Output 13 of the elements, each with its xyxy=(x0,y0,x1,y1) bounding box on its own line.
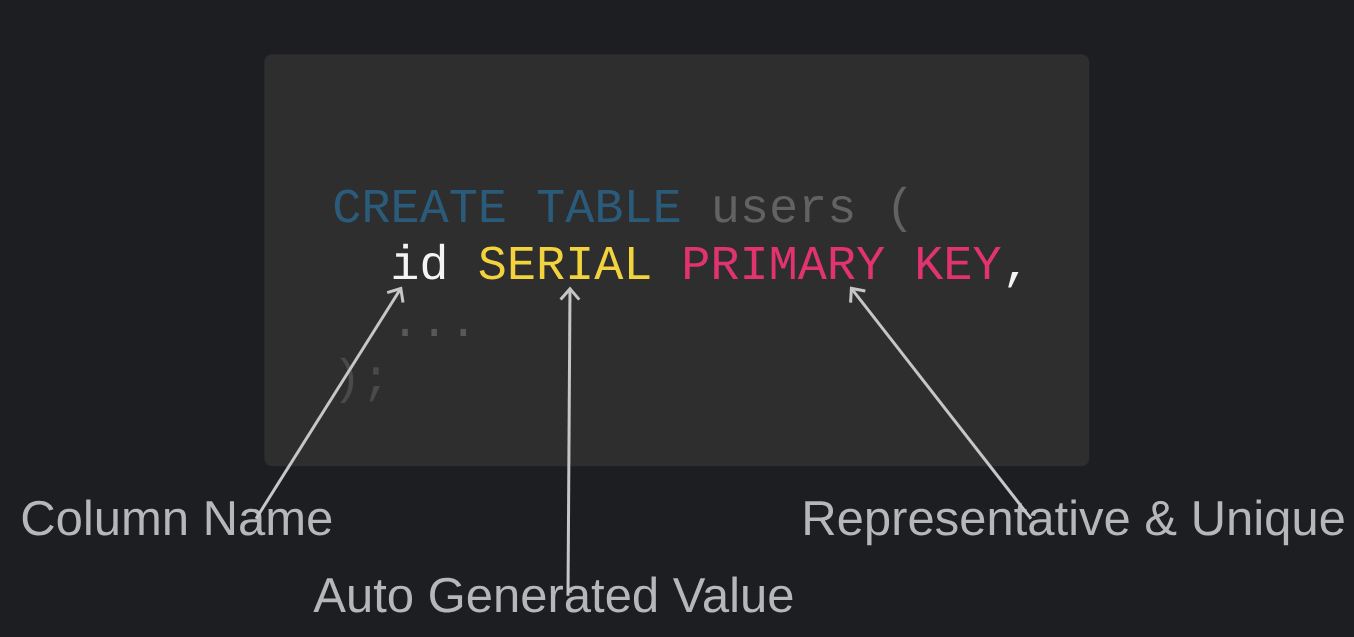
arrow xyxy=(559,286,581,596)
arrow xyxy=(254,286,405,520)
annotation-label: Column Name xyxy=(22,499,332,536)
code-text: id xyxy=(393,243,445,280)
arrow xyxy=(849,286,1033,520)
code-text: SERIAL xyxy=(479,246,650,280)
annotation-label: Auto Generated Value xyxy=(313,576,793,613)
code-text: PRIMARY KEY xyxy=(685,247,1001,279)
code-text: ); xyxy=(340,357,380,404)
code-text: CREATE TABLE xyxy=(334,189,680,223)
annotation-label: Representative & Unique xyxy=(805,499,1344,546)
code-text: ... xyxy=(402,328,467,336)
code-text: , xyxy=(1008,271,1019,288)
